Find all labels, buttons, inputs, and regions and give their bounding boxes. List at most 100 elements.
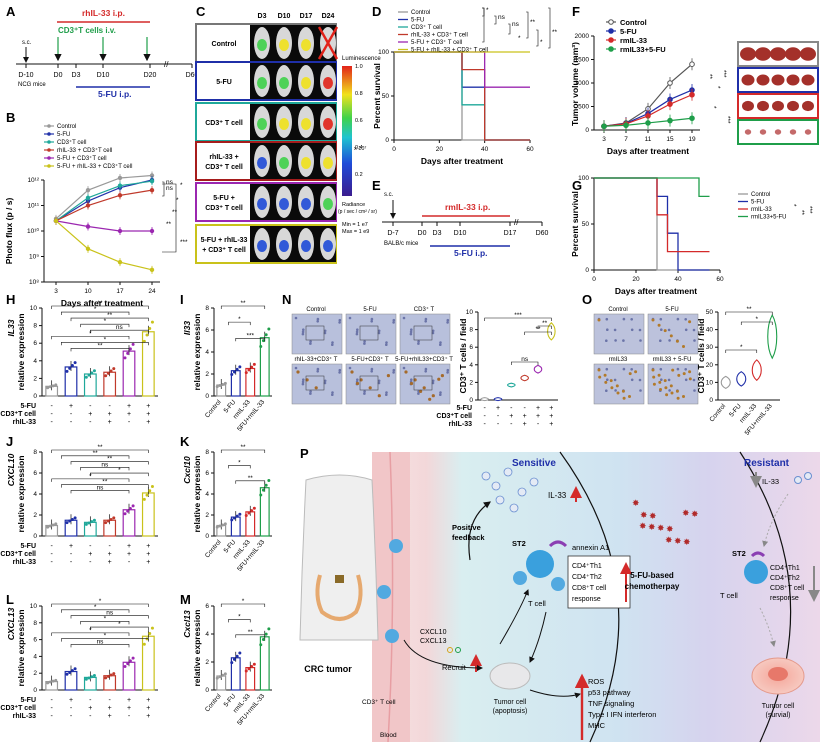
d-bracket: [494, 15, 497, 25]
bar-dot: [90, 675, 94, 679]
bar-ytick-label: 2: [205, 659, 209, 666]
panel-label-l: L: [6, 592, 14, 607]
n-nucleus: [323, 331, 327, 335]
sign: +: [108, 705, 112, 712]
n-nucleus: [402, 316, 406, 320]
sign: +: [146, 559, 150, 566]
bar-dot: [73, 667, 77, 671]
c-signal: [323, 118, 333, 130]
bar-ytick-label: 0: [205, 687, 209, 694]
b-series-line: [55, 189, 153, 222]
n-nucleus: [392, 371, 395, 374]
bar-dot: [145, 493, 149, 497]
a-tick-label: D60: [186, 72, 199, 79]
g-ylabel: Percent survival: [570, 191, 580, 257]
f-tumor: [756, 74, 770, 86]
bar-dot: [142, 497, 146, 501]
sig-label: ns: [97, 484, 105, 491]
n-nucleus: [363, 390, 366, 393]
n-tile-label: rhIL-33+CD3⁺ T: [295, 356, 338, 363]
bar-dot: [150, 320, 154, 324]
bar-dot: [264, 483, 268, 487]
b-point: [85, 246, 91, 252]
sig-label: **: [97, 300, 103, 307]
c-group-label: rhIL-33 +: [209, 154, 238, 161]
g-plot-legend-label: Control: [751, 192, 770, 198]
o-nucleus: [638, 378, 642, 382]
o-nucleus: [684, 378, 688, 382]
o-nucleus: [630, 368, 633, 371]
sign: -: [89, 713, 92, 720]
n-cd3-stain: [419, 389, 423, 393]
bar-dot: [65, 672, 69, 676]
p-resistant-label: Resistant: [744, 458, 790, 469]
b-sig: **: [172, 209, 178, 216]
n-nucleus: [424, 370, 428, 373]
n-nucleus: [439, 343, 442, 347]
p-r-st2-label: ST2: [732, 549, 746, 558]
bar-dot: [267, 627, 271, 631]
bar-axes: [41, 308, 158, 397]
n-cd3-stain: [377, 394, 381, 398]
sign: +: [108, 551, 112, 558]
b-xlabel: Days after treatment: [61, 298, 143, 308]
b-ytick-label: 10⁸: [29, 279, 39, 286]
c-signal: [279, 198, 289, 210]
bar-dot: [48, 524, 52, 528]
o-tile: [593, 313, 645, 355]
sig-bracket: [70, 490, 130, 494]
bar-category: Control: [204, 398, 223, 419]
n-ytick-label: 6: [469, 344, 473, 351]
bar-ytick-label: 6: [205, 470, 209, 477]
n-ylabel: CD3⁺ T cells / field: [458, 319, 468, 394]
d-plot-xtick-label: 0: [392, 146, 396, 153]
bar-dot: [223, 672, 227, 676]
n-sign: +: [523, 413, 527, 420]
p-vessel-line: [387, 451, 394, 743]
sig-bracket: [51, 478, 130, 482]
n-tile-label: 5-FU+rhIL33+CD3⁺ T: [395, 356, 453, 363]
bar-gene: Cxcl10: [182, 456, 192, 484]
o-nucleus: [684, 328, 688, 332]
b-point: [85, 203, 91, 208]
a-tick-label: D0: [54, 72, 63, 79]
panel-label-i: I: [180, 292, 184, 307]
f-legend-label: rmIL-33: [620, 36, 647, 45]
c-signal: [301, 118, 311, 130]
n-sign: -: [523, 405, 526, 412]
sign-row-label: rhIL-33: [13, 559, 36, 566]
sig-label: **: [97, 444, 103, 451]
n-sign-row-label: 5-FU: [456, 405, 472, 412]
c-group-label: CD3⁺ T cell: [205, 205, 243, 212]
f-tumor: [757, 100, 769, 112]
bar-ylabel: relative expression: [192, 455, 202, 532]
n-nucleus: [363, 340, 366, 343]
bar-dot: [123, 664, 127, 668]
b-point: [117, 183, 123, 188]
sign: +: [146, 411, 150, 418]
sig-bracket: [61, 638, 149, 642]
c-signal: [323, 198, 333, 210]
sign: -: [50, 551, 53, 558]
bar-dot: [123, 356, 127, 360]
p-chemo-drug: ✸: [657, 523, 665, 533]
sig-label: *: [104, 318, 107, 325]
c-day-label: D10: [278, 13, 291, 20]
o-sig-bracket: [725, 349, 758, 353]
sign: -: [50, 419, 53, 426]
b-legend-marker: [47, 148, 51, 152]
sig-label: *: [89, 473, 92, 480]
panel-label-p: P: [300, 446, 309, 461]
n-ytick-label: 2: [469, 379, 473, 386]
g-plot-legend-label: 5-FU: [751, 200, 764, 206]
n-nucleus: [302, 378, 305, 382]
g-plot-xtick-label: 40: [674, 276, 682, 283]
p-cd8-label: CD8⁺T cell: [572, 585, 607, 592]
c-scale-tick: 0.6: [355, 118, 363, 124]
